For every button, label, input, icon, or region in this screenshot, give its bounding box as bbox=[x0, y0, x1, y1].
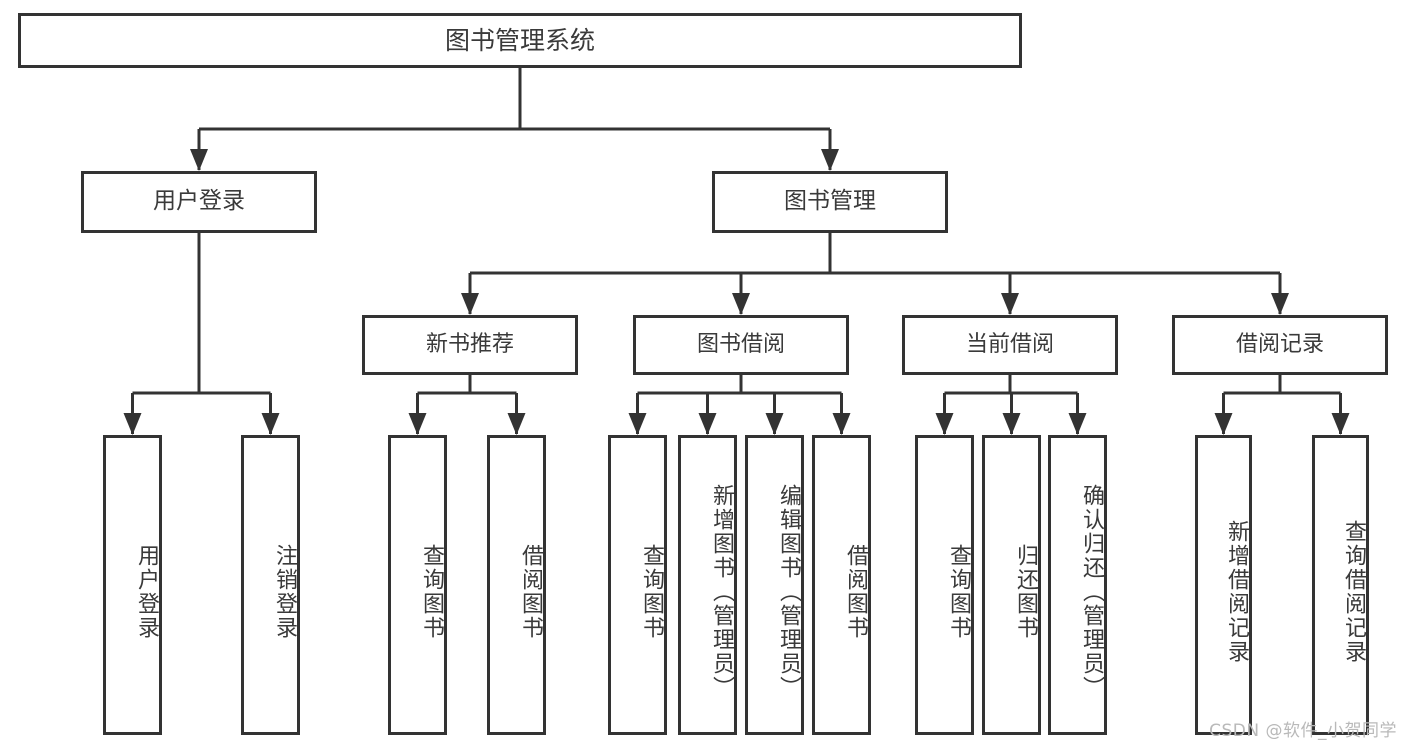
node-label: 查询借阅记录 bbox=[1341, 520, 1366, 664]
node-root[interactable]: 图书管理系统 bbox=[18, 13, 1022, 68]
node-leaf-cur-confirm[interactable]: 确认归还（管理员） bbox=[1048, 435, 1107, 735]
arrow-head-icon bbox=[1068, 413, 1087, 435]
node-leaf-rec-query2[interactable]: 查询借阅记录 bbox=[1312, 435, 1369, 735]
node-book-manage[interactable]: 图书管理 bbox=[712, 171, 948, 233]
watermark: CSDN @软件_小贺同学 bbox=[1209, 721, 1397, 741]
arrow-head-icon bbox=[408, 413, 427, 435]
node-leaf-user-logout[interactable]: 注销登录 bbox=[241, 435, 300, 735]
arrow-head-icon bbox=[461, 293, 479, 315]
arrow-head-icon bbox=[1214, 413, 1233, 435]
node-label: 查询图书 bbox=[419, 544, 444, 640]
node-borrow-record[interactable]: 借阅记录 bbox=[1172, 315, 1388, 375]
node-label: 借阅记录 bbox=[1235, 332, 1324, 358]
arrow-head-icon bbox=[628, 413, 647, 435]
node-label: 新增借阅记录 bbox=[1224, 520, 1249, 664]
arrow-head-icon bbox=[1331, 413, 1350, 435]
node-leaf-rec-add[interactable]: 新增借阅记录 bbox=[1195, 435, 1252, 735]
node-leaf-rec-borrow[interactable]: 借阅图书 bbox=[487, 435, 546, 735]
arrow-head-icon bbox=[1002, 413, 1021, 435]
node-label: 借阅图书 bbox=[843, 544, 868, 640]
node-label: 查询图书 bbox=[639, 544, 664, 640]
arrow-head-icon bbox=[732, 293, 750, 315]
node-label: 当前借阅 bbox=[965, 332, 1054, 358]
arrow-head-icon bbox=[261, 413, 280, 435]
node-label: 借阅图书 bbox=[518, 544, 543, 640]
arrow-head-icon bbox=[190, 149, 208, 171]
node-label: 用户登录 bbox=[134, 544, 159, 640]
arrow-head-icon bbox=[935, 413, 954, 435]
node-label: 图书管理系统 bbox=[444, 25, 595, 55]
node-label: 编辑图书（管理员） bbox=[776, 484, 801, 700]
node-leaf-cur-return[interactable]: 归还图书 bbox=[982, 435, 1041, 735]
node-book-borrow[interactable]: 图书借阅 bbox=[633, 315, 849, 375]
node-leaf-rec-query[interactable]: 查询图书 bbox=[388, 435, 447, 735]
node-label: 确认归还（管理员） bbox=[1079, 484, 1104, 700]
node-leaf-borrow-add[interactable]: 新增图书（管理员） bbox=[678, 435, 737, 735]
node-label: 查询图书 bbox=[946, 544, 971, 640]
node-label: 归还图书 bbox=[1013, 544, 1038, 640]
node-leaf-user-login[interactable]: 用户登录 bbox=[103, 435, 162, 735]
arrow-head-icon bbox=[1271, 293, 1289, 315]
arrow-head-icon bbox=[821, 149, 839, 171]
node-leaf-cur-query[interactable]: 查询图书 bbox=[915, 435, 974, 735]
node-label: 图书借阅 bbox=[696, 332, 785, 358]
node-label: 新书推荐 bbox=[425, 332, 514, 358]
arrow-head-icon bbox=[765, 413, 784, 435]
node-label: 注销登录 bbox=[272, 544, 297, 640]
arrow-head-icon bbox=[1001, 293, 1019, 315]
node-label: 新增图书（管理员） bbox=[709, 484, 734, 700]
node-current-borrow[interactable]: 当前借阅 bbox=[902, 315, 1118, 375]
arrow-head-icon bbox=[832, 413, 851, 435]
node-leaf-borrow-edit[interactable]: 编辑图书（管理员） bbox=[745, 435, 804, 735]
node-new-book-rec[interactable]: 新书推荐 bbox=[362, 315, 578, 375]
node-label: 图书管理 bbox=[784, 188, 876, 215]
node-leaf-borrow-query[interactable]: 查询图书 bbox=[608, 435, 667, 735]
arrow-head-icon bbox=[698, 413, 717, 435]
arrow-head-icon bbox=[123, 413, 142, 435]
node-label: 用户登录 bbox=[153, 188, 245, 215]
node-user-login[interactable]: 用户登录 bbox=[81, 171, 317, 233]
arrow-head-icon bbox=[507, 413, 526, 435]
node-leaf-borrow-lend[interactable]: 借阅图书 bbox=[812, 435, 871, 735]
